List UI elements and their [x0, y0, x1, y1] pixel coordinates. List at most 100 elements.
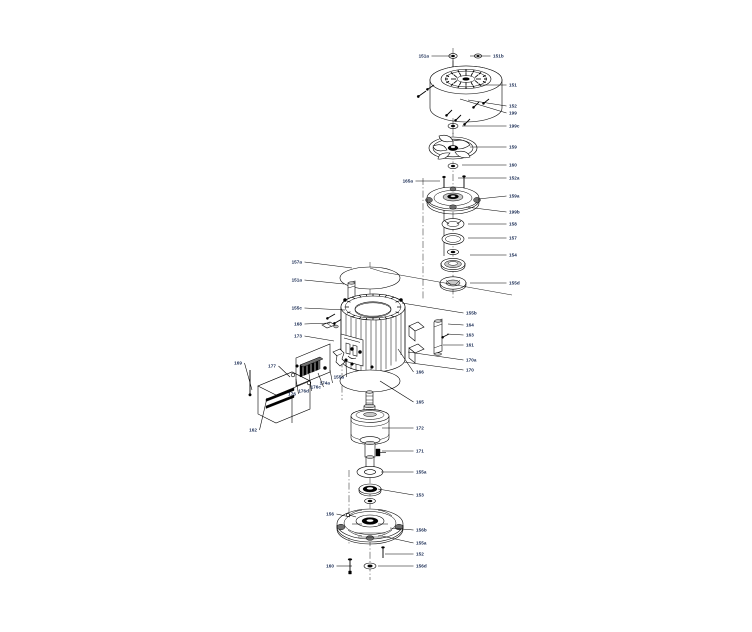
bracket-170 — [408, 321, 425, 364]
leader-line — [295, 378, 299, 395]
part-number-label: 155d — [509, 281, 520, 286]
leader-line — [403, 361, 464, 371]
leader-line — [379, 380, 414, 403]
part-number-label: 155a — [334, 375, 345, 380]
fan-cover-grille — [440, 69, 492, 89]
callout-164: 164 — [447, 323, 474, 328]
callout-155a: 155a — [381, 470, 427, 475]
callout-199b: 199b — [465, 206, 520, 215]
callout-159: 159 — [470, 145, 517, 150]
callout-199: 199 — [459, 98, 517, 116]
callout-199c: 199c — [462, 124, 520, 129]
part-number-label: 158 — [509, 222, 517, 227]
part-number-label: 160 — [509, 163, 517, 168]
callout-155a: 155a — [381, 535, 427, 546]
part-number-label: 151a — [419, 54, 430, 59]
callout-172: 172 — [382, 426, 424, 431]
part-number-label: 162 — [249, 428, 257, 433]
part-number-label: 163 — [466, 333, 474, 338]
stator-housing-assembly — [248, 266, 513, 424]
leader-line — [304, 279, 345, 285]
part-number-label: 199b — [509, 210, 520, 215]
callout-155b: 155b — [401, 302, 477, 316]
washer-155a — [356, 466, 384, 478]
part-number-label: 160 — [326, 564, 334, 569]
callout-165a: 165a — [403, 179, 440, 184]
part-number-label: 156b — [416, 528, 427, 533]
callout-156d: 156d — [378, 564, 427, 569]
callout-151b: 151b — [470, 54, 504, 59]
callout-173: 173 — [294, 334, 335, 342]
cap-155d — [439, 276, 467, 292]
part-number-label: 176 — [288, 392, 296, 397]
leader-line — [329, 369, 333, 384]
callout-156b: 156b — [389, 527, 427, 533]
leader-line — [345, 361, 347, 378]
leader-line — [278, 365, 291, 378]
part-number-label: 156d — [416, 564, 427, 569]
callout-168: 168 — [294, 322, 331, 327]
callout-155d: 155d — [470, 281, 520, 286]
part-number-label: 152 — [416, 552, 424, 557]
leader-line — [459, 98, 507, 114]
leader-line — [397, 348, 414, 373]
leader-line — [244, 362, 253, 391]
callout-170: 170 — [403, 361, 474, 373]
callout-176c: 176c — [311, 372, 324, 390]
part-number-label: 170a — [466, 358, 477, 363]
gasket-165 — [339, 369, 401, 393]
part-number-label: 166 — [416, 370, 424, 375]
part-number-label: 152 — [509, 104, 517, 109]
leader-line — [467, 99, 507, 107]
callout-163: 163 — [446, 333, 474, 338]
callout-154: 154 — [470, 253, 517, 258]
bolt-152-bottom — [381, 546, 385, 558]
leader-line — [407, 351, 464, 361]
leader-line — [381, 535, 414, 544]
callout-155a: 155a — [334, 361, 347, 380]
callout-159a: 159a — [477, 194, 520, 200]
callout-152: 152 — [467, 99, 517, 109]
part-number-label: 155c — [292, 306, 303, 311]
callout-152: 152 — [385, 552, 424, 557]
side-plate-161 — [433, 318, 450, 356]
bearing-bracket-159a — [425, 186, 481, 215]
part-number-label: 199 — [509, 111, 517, 116]
fan-wheel-159 — [428, 134, 478, 160]
part-number-label: 177 — [268, 364, 276, 369]
callout-151a: 151a — [292, 278, 345, 285]
part-number-label: 155b — [466, 311, 477, 316]
callout-170a: 170a — [407, 351, 477, 363]
part-number-label: 156 — [326, 512, 334, 517]
callout-166: 166 — [397, 348, 424, 375]
leader-line — [259, 397, 268, 431]
oring-157 — [441, 233, 465, 245]
leader-line — [446, 333, 464, 336]
part-number-label: 151 — [509, 83, 517, 88]
callout-165: 165 — [379, 380, 424, 405]
part-number-label: 154 — [509, 253, 517, 258]
callout-160: 160 — [326, 564, 352, 569]
leader-line — [377, 488, 414, 496]
part-number-label: 165a — [403, 179, 414, 184]
callout-171: 171 — [382, 449, 424, 454]
callout-158: 158 — [468, 222, 517, 227]
part-number-label: 155a — [416, 541, 427, 546]
callout-169: 169 — [234, 361, 253, 391]
part-number-label: 199c — [509, 124, 520, 129]
callout-177: 177 — [268, 364, 291, 378]
part-number-label: 164 — [466, 323, 474, 328]
leader-line — [389, 527, 414, 531]
fan-cover-assembly — [416, 53, 503, 292]
callout-160: 160 — [462, 163, 517, 168]
part-number-label: 153 — [416, 493, 424, 498]
leader-line — [304, 335, 335, 342]
part-number-label: 173 — [294, 334, 302, 339]
callout-151: 151 — [478, 83, 517, 88]
part-number-label: 157a — [292, 260, 303, 265]
leader-line — [304, 307, 346, 311]
part-number-label: 171 — [416, 449, 424, 454]
callout-157a: 157a — [292, 260, 353, 269]
callout-151a: 151a — [419, 54, 455, 59]
end-bracket-156b — [336, 508, 404, 545]
